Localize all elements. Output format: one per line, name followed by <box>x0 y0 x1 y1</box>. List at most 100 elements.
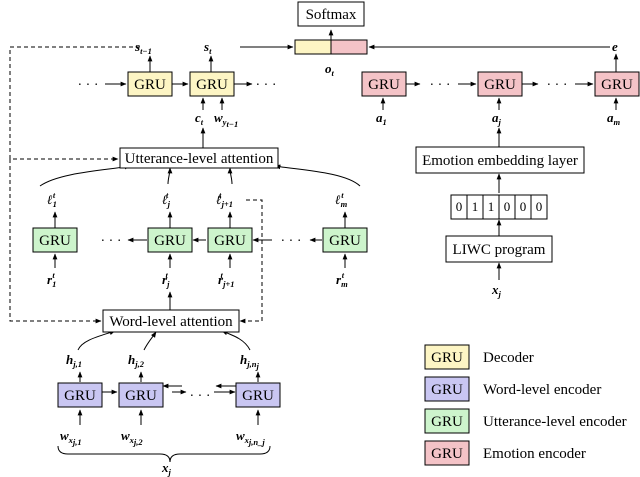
label-h-n: hj,nj <box>240 352 259 371</box>
label-r-1: r1t <box>47 270 56 289</box>
gru-decoder-2: GRU <box>189 71 235 97</box>
edge-h1-to-word-attention <box>77 330 116 351</box>
utterance-attention-node: Utterance-level attention <box>119 147 279 169</box>
word-attention-label: Word-level attention <box>109 314 233 330</box>
softmax-node: Softmax <box>297 1 365 27</box>
ot-concat-vector <box>294 39 368 55</box>
ellipsis-utterance-left: · · · <box>101 234 122 249</box>
label-wx-n: wxj,n_j <box>236 428 265 447</box>
gru-word-2-label: GRU <box>125 388 157 404</box>
gru-emotion-1-label: GRU <box>368 77 400 93</box>
label-x-j-left: xj <box>161 460 172 477</box>
label-s-prev: st−1 <box>134 39 152 56</box>
label-r-j1: rj+1t <box>218 270 235 289</box>
label-w-y: wyt−1 <box>214 110 238 129</box>
label-wx-1: wxj,1 <box>60 428 82 447</box>
label-o-t: ot <box>325 61 335 78</box>
label-a-1: a1 <box>376 110 387 127</box>
gru-utterance-4: GRU <box>322 227 368 253</box>
legend-swatch-label: GRU <box>431 350 463 366</box>
label-wx-2: wxj,2 <box>121 428 143 447</box>
ellipsis-emotion-left: · · · <box>430 78 451 93</box>
label-x-j-right: xj <box>491 282 502 299</box>
gru-emotion-2-label: GRU <box>484 77 516 93</box>
legend-swatch-label: GRU <box>431 382 463 398</box>
gru-utterance-1-label: GRU <box>39 233 71 249</box>
label-r-m: rmt <box>336 270 348 289</box>
legend-label: Word-level encoder <box>483 382 601 398</box>
edge-lj-to-utterance-attention <box>167 167 173 185</box>
liwc-vector-value: 1 <box>472 199 479 214</box>
emotion-embedding-node: Emotion embedding layer <box>415 146 585 174</box>
legend-label: Decoder <box>483 350 534 366</box>
edge-decoder-state-to-word-attention <box>9 159 102 324</box>
ellipses: · · · · · · · · · · · · · · · · · · · · … <box>78 78 568 404</box>
ellipsis-word: · · · <box>190 389 211 404</box>
legend-label: Utterance-level encoder <box>483 414 627 430</box>
edge-lj1-to-word-attention <box>239 199 263 324</box>
label-l-j: ℓjt <box>162 190 171 209</box>
liwc-vector-value: 0 <box>520 199 527 214</box>
gru-decoder-1-label: GRU <box>134 77 166 93</box>
gru-word-3: GRU <box>235 382 281 408</box>
label-l-j1: ℓj+1t <box>216 190 233 209</box>
gru-emotion-3-label: GRU <box>601 77 633 93</box>
math-labels: st−1 st ot e ct wyt−1 a1 aj am ℓ1t ℓjt ℓ… <box>47 39 621 477</box>
legend-swatch-label: GRU <box>431 446 463 462</box>
gru-utterance-2-label: GRU <box>154 233 186 249</box>
ellipsis-emotion-right: · · · <box>547 78 568 93</box>
label-l-m: ℓmt <box>335 190 348 209</box>
softmax-label: Softmax <box>306 7 357 23</box>
label-a-j: aj <box>492 110 502 127</box>
gru-word-1: GRU <box>57 382 103 408</box>
liwc-vector-value: 0 <box>504 199 511 214</box>
label-h-1: hj,1 <box>66 352 82 369</box>
legend-swatch <box>424 376 470 402</box>
liwc-vector-value: 1 <box>488 199 495 214</box>
ellipsis-utterance-right: · · · <box>281 234 302 249</box>
gru-emotion-2: GRU <box>477 71 523 97</box>
label-e: e <box>612 39 618 54</box>
utterance-attention-label: Utterance-level attention <box>125 151 274 167</box>
label-h-2: hj,2 <box>128 352 145 369</box>
gru-decoder-1: GRU <box>127 71 173 97</box>
word-attention-node: Word-level attention <box>102 309 240 333</box>
gru-emotion-1: GRU <box>361 71 407 97</box>
gru-utterance-3-label: GRU <box>214 233 246 249</box>
ot-decoder-part <box>294 39 332 55</box>
edge-lm-to-utterance-attention <box>274 164 361 187</box>
gru-emotion-3: GRU <box>594 71 640 97</box>
liwc-program-label: LIWC program <box>453 242 546 258</box>
gru-word-2: GRU <box>118 382 164 408</box>
legend-swatch <box>424 408 470 434</box>
label-s-t: st <box>203 39 212 56</box>
ellipsis-decoder-left: · · · <box>78 78 99 93</box>
ot-emotion-part <box>330 39 368 55</box>
gru-word-3-label: GRU <box>242 388 274 404</box>
edge-l1-to-utterance-attention <box>39 164 131 187</box>
liwc-program-node: LIWC program <box>445 235 553 263</box>
legend-swatch-label: GRU <box>431 414 463 430</box>
edge-lj1-to-utterance-attention <box>227 167 233 185</box>
gru-word-1-label: GRU <box>64 388 96 404</box>
edge-hn-to-word-attention <box>221 330 251 351</box>
liwc-vector-value: 0 <box>536 199 543 214</box>
gru-utterance-3: GRU <box>207 227 253 253</box>
brace-word-inputs <box>57 445 271 463</box>
ellipsis-decoder-right: · · · <box>256 78 277 93</box>
liwc-vector-value: 0 <box>456 199 463 214</box>
label-l-1: ℓ1t <box>47 190 57 209</box>
label-c-t: ct <box>195 110 204 127</box>
edge-decoder-state-to-utterance-attention <box>9 46 140 162</box>
gru-utterance-4-label: GRU <box>329 233 361 249</box>
label-a-m: am <box>607 110 621 127</box>
gru-utterance-1: GRU <box>32 227 78 253</box>
label-r-j: rjt <box>162 270 170 289</box>
gru-utterance-2: GRU <box>147 227 193 253</box>
edge-h2-to-word-attention <box>143 331 157 351</box>
emotion-embedding-label: Emotion embedding layer <box>422 153 578 169</box>
gru-decoder-2-label: GRU <box>196 77 228 93</box>
